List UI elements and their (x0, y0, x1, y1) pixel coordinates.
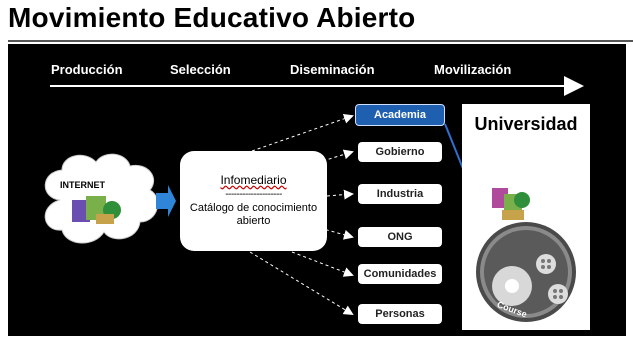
dissemination-arrows (249, 113, 354, 316)
target-gobierno: Gobierno (358, 142, 442, 162)
target-industria: Industria (358, 184, 442, 204)
slide-title: Movimiento Educativo Abierto (8, 2, 416, 33)
stage-produccion: Producción (51, 62, 123, 77)
universidad-graphics: Course (476, 188, 576, 322)
target-personas: Personas (358, 304, 442, 324)
internet-label: INTERNET (60, 180, 105, 190)
stage-seleccion: Selección (170, 62, 231, 77)
stage-movilizacion: Movilización (434, 62, 512, 77)
infomediario-box: Infomediario -------------------- Catálo… (180, 151, 327, 251)
media-icons-icon (492, 188, 530, 220)
cloud-to-infomediario-arrow (156, 185, 176, 217)
target-comunidades: Comunidades (358, 264, 442, 284)
universidad-title: Universidad (474, 114, 578, 134)
universidad-box: Universidad Course (462, 104, 590, 330)
course-container-icon (476, 222, 576, 322)
target-academia: Academia (355, 104, 445, 126)
stage-diseminacion: Diseminación (290, 62, 375, 77)
title-underline (8, 40, 633, 42)
infomediario-subtitle: Catálogo de conocimiento abierto (189, 202, 318, 227)
internet-cloud-icon (44, 153, 159, 244)
infomediario-title: Infomediario (220, 173, 287, 187)
target-ong: ONG (358, 227, 442, 247)
infomediario-divider: -------------------- (225, 189, 282, 200)
